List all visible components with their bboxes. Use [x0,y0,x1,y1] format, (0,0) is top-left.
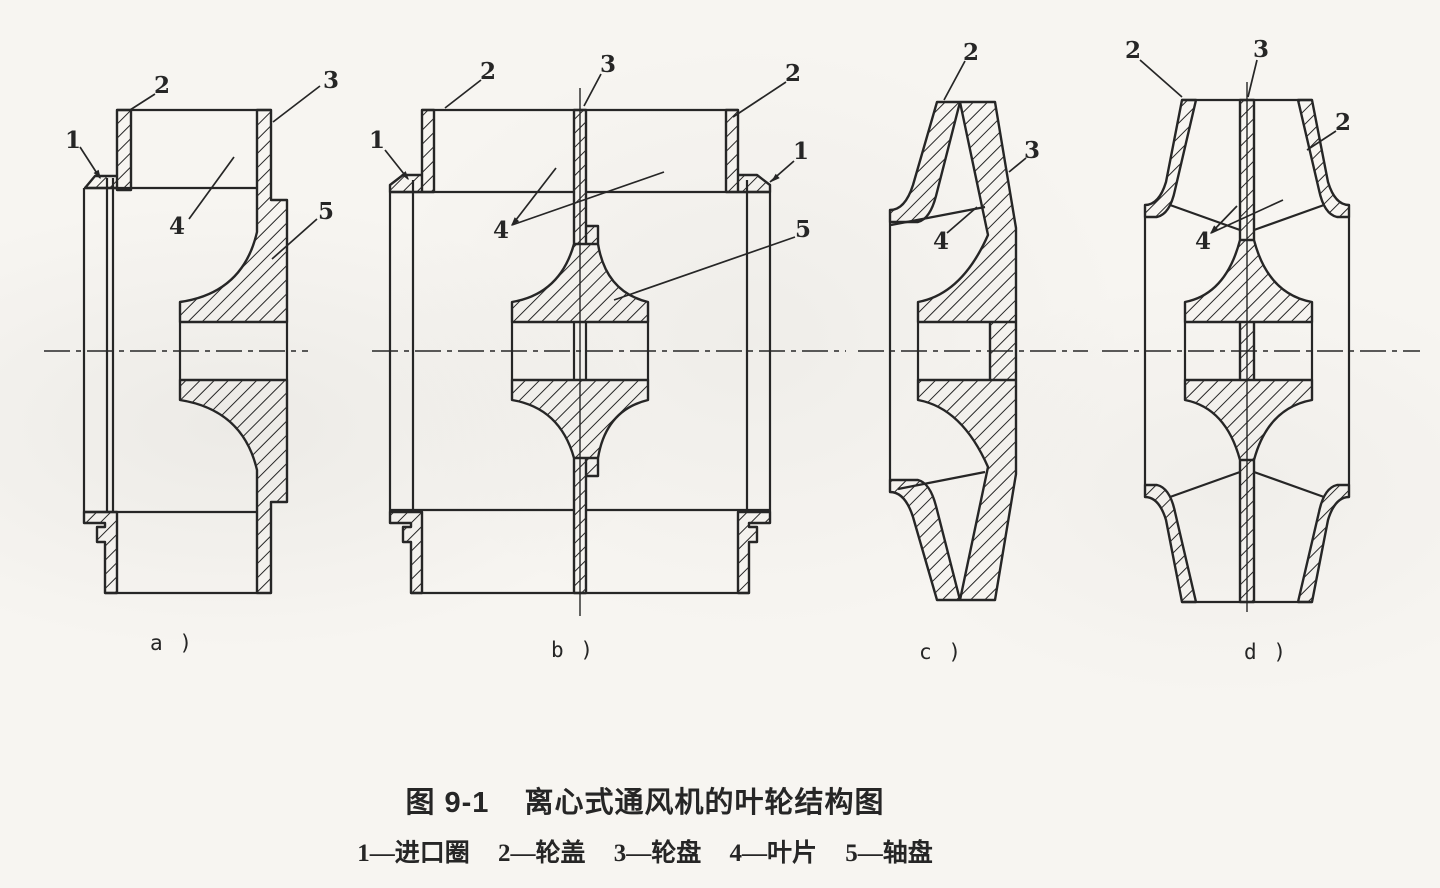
diagram-c: 2 3 4 c ) [858,39,1088,664]
legend-num: 3 [613,840,627,867]
legend-term: 轮盖 [535,840,586,867]
diagram-a-label: a ) [150,631,194,655]
arrowhead-b-4 [511,217,520,226]
callout-a-2: 2 [154,72,170,99]
callout-d-3: 3 [1253,36,1269,63]
callout-b-2-right: 2 [785,60,801,87]
legend-dash: — [369,840,395,867]
legend-item-shroud: 2—轮盖 [498,833,586,869]
arrowhead-b-1-left [401,171,409,180]
arrowhead-b-1-right [771,173,780,182]
legend-dash: — [626,840,652,867]
figure-caption: 图 9-1 离心式通风机的叶轮结构图 [0,779,1290,821]
legend-dash: — [742,840,767,867]
callout-b-1-left: 1 [369,127,385,154]
diagram-d-label: d ) [1244,640,1288,664]
callout-d-4: 4 [1195,228,1211,255]
callout-d-2-right: 2 [1335,109,1351,136]
outlines-c [888,205,986,491]
callout-b-3: 3 [600,51,616,78]
callout-c-4: 4 [933,228,949,255]
callout-b-2-left: 2 [480,58,496,85]
callout-d-2-left: 2 [1125,37,1141,64]
callout-a-1: 1 [65,127,81,154]
legend-num: 4 [729,840,743,867]
callout-b-4: 4 [493,217,509,244]
legend-item-disk: 3—轮盘 [614,833,702,869]
callout-a-3: 3 [323,67,339,94]
figure-legend: 1—进口圈 2—轮盖 3—轮盘 4—叶片 5—轴盘 [0,833,1290,869]
legend-item-inlet-ring: 1—进口圈 [357,833,470,869]
legend-item-blade: 4—叶片 [730,833,818,869]
diagram-c-label: c ) [919,640,963,664]
callout-b-5: 5 [795,216,811,243]
leader-lines-a [79,85,321,260]
legend-term: 轮盘 [651,840,702,867]
legend-term: 叶片 [767,840,818,867]
legend-dash: — [510,840,536,867]
diagram-a: 1 2 3 4 5 a ) [44,67,339,655]
leader-lines-d [1139,59,1337,234]
leader-lines-c [943,60,1027,234]
figure-title: 离心式通风机的叶轮结构图 [524,787,885,819]
figure-number: 图 9-1 [405,787,490,819]
callout-b-1-right: 1 [793,138,809,165]
legend-num: 2 [497,840,511,867]
outlines-d [1143,98,1351,604]
impeller-diagrams-canvas: 1 2 3 4 5 a ) 2 3 2 1 1 4 5 b ) [44,36,1420,664]
callout-c-2: 2 [963,39,979,66]
legend-item-hub-disk: 5—轴盘 [845,833,933,869]
arrowhead-a-1 [93,169,101,179]
cut-sections-a [82,108,289,595]
legend-num: 5 [845,840,858,867]
legend-dash: — [857,840,883,867]
arrowhead-d-4 [1210,225,1219,234]
legend-term: 轴盘 [882,840,933,867]
diagram-b-label: b ) [551,638,595,662]
callout-c-3: 3 [1024,137,1040,164]
legend-term: 进口圈 [394,840,470,867]
outlines-b [388,108,772,595]
callout-a-4: 4 [169,213,185,240]
diagram-d: 2 3 2 4 d ) [1102,36,1420,664]
callout-a-5: 5 [318,198,334,225]
leader-lines-b [384,73,796,301]
outlines-a [82,108,289,595]
diagram-b: 2 3 2 1 1 4 5 b ) [369,51,846,662]
legend-num: 1 [357,840,370,867]
